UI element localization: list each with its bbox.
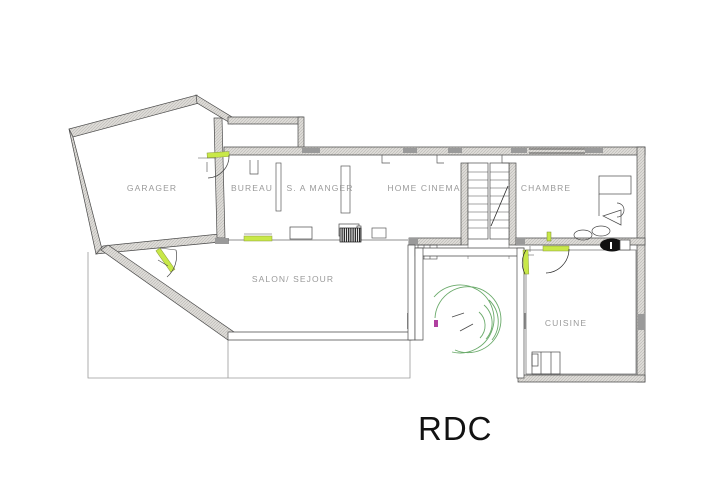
cuisine-walls <box>525 249 637 375</box>
room-label-cuisine: CUISINE <box>545 318 587 328</box>
room-label-bureau: BUREAU <box>231 183 273 193</box>
tree-symbol-ticks <box>451 312 474 332</box>
salon-walls <box>100 239 416 341</box>
door-garage-bureau[interactable] <box>198 151 230 179</box>
tree-plant-symbol <box>433 284 502 354</box>
door-chambre-hall[interactable] <box>542 245 570 274</box>
room-label-sa-manger: S. A MANGER <box>287 183 354 193</box>
window-glazing-lines <box>529 148 585 154</box>
plan-title: RDC <box>418 410 493 447</box>
staircase <box>417 162 510 260</box>
sa-manger-column <box>340 165 351 214</box>
room-labels: GARAGER BUREAU S. A MANGER HOME CINEMA C… <box>127 183 587 328</box>
patio-walls <box>414 247 525 379</box>
room-label-salon-sejour: SALON/ SEJOUR <box>252 274 334 284</box>
chambre-fixtures <box>546 229 593 242</box>
interior-partitions-upper <box>275 162 646 246</box>
room-label-chambre: CHAMBRE <box>521 183 571 193</box>
bathroom-fixtures <box>591 175 632 237</box>
misc-stubs <box>249 155 509 239</box>
wc-fixture-icon <box>600 238 631 252</box>
patio-marker-icon <box>434 320 438 327</box>
fireplace-symbol <box>339 227 362 243</box>
door-garage-salon[interactable] <box>155 247 177 278</box>
room-label-garager: GARAGER <box>127 183 177 193</box>
door-cuisine[interactable] <box>521 246 534 275</box>
room-garager-walls <box>68 94 233 255</box>
room-label-home-cinema: HOME CINEMA <box>387 183 460 193</box>
door-bureau-salon[interactable] <box>243 233 273 242</box>
